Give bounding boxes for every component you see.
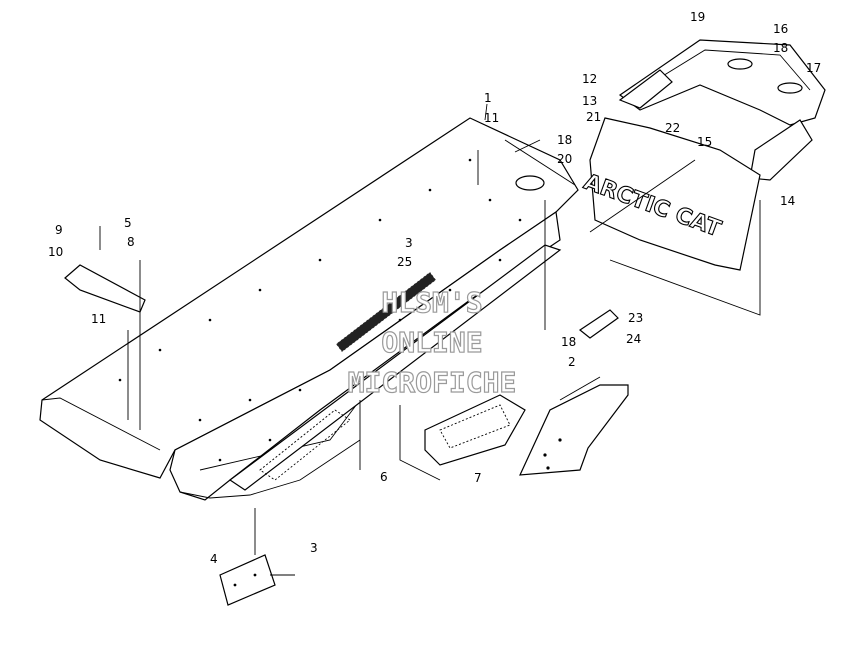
callout-18a: 18 xyxy=(557,133,572,147)
callout-10: 10 xyxy=(48,245,63,259)
callout-3a: 3 xyxy=(405,236,413,250)
callout-5: 5 xyxy=(124,216,132,230)
callout-18c: 18 xyxy=(561,335,576,349)
callout-12: 12 xyxy=(582,72,597,86)
callout-19: 19 xyxy=(690,10,705,24)
callout-1: 1 xyxy=(484,91,492,105)
footrest xyxy=(424,394,526,466)
watermark-line-3: MICROFICHE xyxy=(348,366,517,399)
callout-16: 16 xyxy=(773,22,788,36)
callout-24: 24 xyxy=(626,332,641,346)
callout-14: 14 xyxy=(780,194,795,208)
watermark-line-1: HLSM'S xyxy=(381,286,482,319)
decal-strip xyxy=(335,271,437,353)
mount-plate xyxy=(219,554,276,606)
callout-25: 25 xyxy=(397,255,412,269)
watermark-line-2: ONLINE xyxy=(381,326,482,359)
watermark: HLSM'S ONLINE MICROFICHE xyxy=(347,285,517,399)
callout-4: 4 xyxy=(210,552,218,566)
rear-bumper xyxy=(618,39,826,181)
callouts: 1 11 18 20 21 22 13 12 15 19 16 18 17 14… xyxy=(48,10,821,566)
callout-17: 17 xyxy=(806,61,821,75)
callout-6: 6 xyxy=(380,470,388,484)
callout-9: 9 xyxy=(55,223,63,237)
callout-20: 20 xyxy=(557,152,572,166)
callout-21: 21 xyxy=(586,110,601,124)
callout-22: 22 xyxy=(665,121,680,135)
callout-8: 8 xyxy=(127,235,135,249)
callout-3b: 3 xyxy=(310,541,318,555)
rear-brace xyxy=(519,384,629,476)
callout-7: 7 xyxy=(474,471,482,485)
callout-23: 23 xyxy=(628,311,643,325)
callout-15: 15 xyxy=(697,135,712,149)
running-board xyxy=(228,244,562,491)
callout-2: 2 xyxy=(568,355,576,369)
tunnel-panel xyxy=(39,117,579,501)
callout-11a: 11 xyxy=(484,111,499,125)
rivet-holes xyxy=(118,158,522,462)
callout-11b: 11 xyxy=(91,312,106,326)
small-plate xyxy=(578,309,619,339)
callout-13: 13 xyxy=(582,94,597,108)
snow-flap: ARCTIC CAT xyxy=(580,117,761,271)
callout-18b: 18 xyxy=(773,41,788,55)
leader-lines xyxy=(99,103,761,576)
mount-bracket xyxy=(64,264,146,313)
